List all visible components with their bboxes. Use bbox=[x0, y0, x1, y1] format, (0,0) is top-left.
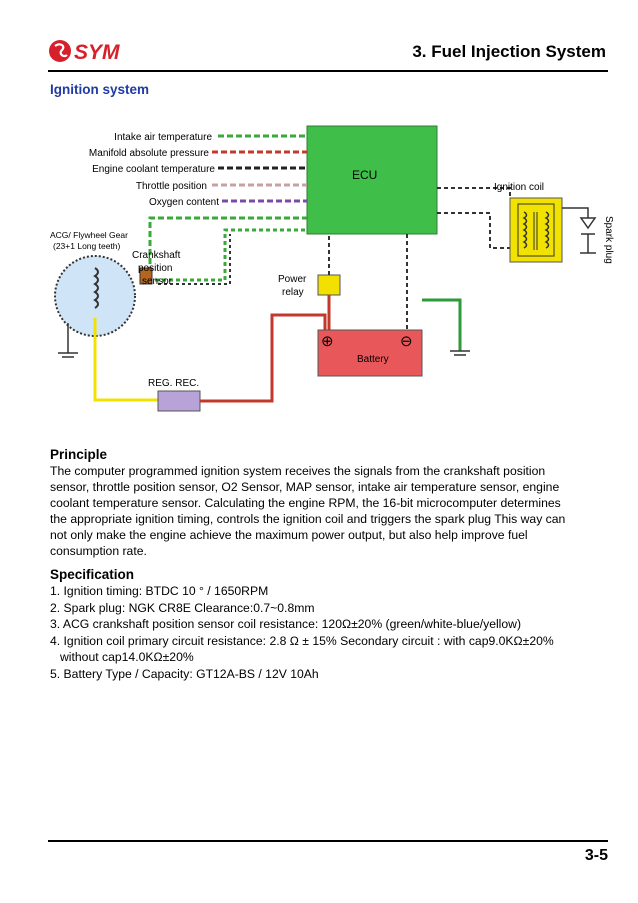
ecu-label: ECU bbox=[352, 168, 377, 182]
reg-rec-label: REG. REC. bbox=[148, 378, 199, 389]
label-throttle: Throttle position bbox=[136, 181, 207, 192]
coil-primary bbox=[522, 211, 528, 249]
wire-ground-green bbox=[422, 298, 462, 351]
spec-item: 1. Ignition timing: BTDC 10 ° / 1650RPM bbox=[50, 584, 269, 598]
power-relay bbox=[317, 274, 341, 296]
wire-crank-signal-3 bbox=[158, 234, 231, 285]
specification-section: Specification 1. Ignition timing: BTDC 1… bbox=[50, 566, 610, 682]
label-coolant: Engine coolant temperature bbox=[92, 164, 215, 175]
principle-line: sensor, throttle position sensor, O2 Sen… bbox=[50, 480, 560, 494]
spec-item: 3. ACG crankshaft position sensor coil r… bbox=[50, 617, 522, 631]
power-relay-label-2: relay bbox=[282, 287, 304, 298]
chapter-title: 3. Fuel Injection System bbox=[412, 42, 606, 61]
principle-line: consumption rate. bbox=[50, 544, 147, 558]
crank-label-3: sensor bbox=[142, 276, 173, 287]
page-header: SYM 3. Fuel Injection System bbox=[48, 34, 608, 70]
wire-spark-plug bbox=[562, 207, 589, 218]
spec-item: without cap14.0KΩ±20% bbox=[60, 650, 194, 664]
page-number: 3-5 bbox=[584, 847, 608, 864]
ignition-coil-box bbox=[509, 197, 563, 263]
battery-label: Battery bbox=[357, 354, 389, 365]
crankshaft-sensor bbox=[139, 267, 153, 285]
ignition-coil-core bbox=[517, 203, 555, 257]
battery-minus: ⊖ bbox=[400, 333, 413, 350]
principle-heading: Principle bbox=[50, 447, 108, 462]
acg-label-2: (23+1 Long teeth) bbox=[53, 241, 121, 251]
wire-crank-signal-1 bbox=[148, 216, 307, 273]
coil-secondary bbox=[544, 211, 550, 249]
power-relay-label-1: Power bbox=[278, 274, 307, 285]
spark-plug-symbol bbox=[579, 217, 597, 253]
section-title: Ignition system bbox=[50, 82, 150, 97]
ecu-box bbox=[306, 125, 438, 235]
spec-item: 4. Ignition coil primary circuit resista… bbox=[50, 633, 554, 648]
footer-rule bbox=[48, 840, 608, 842]
principle-line: not only make the engine achieve the max… bbox=[50, 528, 528, 542]
label-intake-air: Intake air temperature bbox=[114, 132, 212, 143]
acg-coil bbox=[93, 267, 99, 309]
brand-text: SYM bbox=[74, 41, 120, 64]
reg-rec-box bbox=[157, 390, 201, 412]
crank-label-2: position bbox=[138, 263, 172, 274]
label-oxygen: Oxygen content bbox=[149, 197, 219, 208]
wire-crank-signal-2 bbox=[155, 228, 307, 282]
spec-item: 5. Battery Type / Capacity: GT12A-BS / 1… bbox=[50, 666, 319, 681]
wire-regrec-battery bbox=[200, 313, 327, 403]
crank-label-1: Crankshaft bbox=[132, 250, 181, 261]
battery-plus: ⊕ bbox=[321, 333, 334, 350]
principle-section: Principle The computer programmed igniti… bbox=[50, 446, 610, 559]
wire-acg-regrec bbox=[93, 318, 158, 402]
acg-label-1: ACG/ Flywheel Gear bbox=[50, 230, 128, 240]
ignition-coil-label: Ignition coil bbox=[494, 182, 544, 193]
battery-box bbox=[317, 329, 423, 377]
specification-heading: Specification bbox=[50, 567, 135, 582]
spark-plug-label: Spark plug bbox=[603, 216, 614, 264]
label-map: Manifold absolute pressure bbox=[89, 148, 210, 159]
wire-ecu-coil-1 bbox=[437, 187, 511, 198]
principle-line: the appropriate ignition timing, control… bbox=[50, 512, 566, 526]
spec-item: 2. Spark plug: NGK CR8E Clearance:0.7~0.… bbox=[50, 600, 315, 615]
acg-flywheel bbox=[54, 255, 136, 337]
principle-line: The computer programmed ignition system … bbox=[50, 464, 546, 478]
ignition-wiring-diagram: ECU Intake air temperature Manifold abso… bbox=[50, 125, 614, 412]
wire-ecu-coil-2 bbox=[437, 212, 510, 249]
principle-line: coolant temperature sensor. Calculating … bbox=[50, 496, 561, 510]
sym-logo: SYM bbox=[49, 40, 120, 64]
header-rule bbox=[48, 70, 608, 72]
